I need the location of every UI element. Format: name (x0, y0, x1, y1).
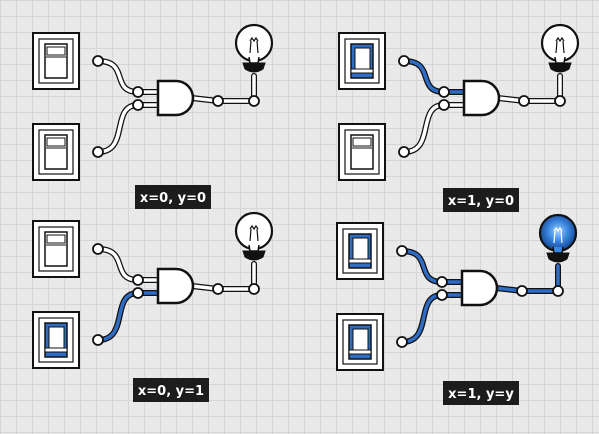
switch-y[interactable] (32, 311, 80, 369)
wire-joint (398, 55, 410, 67)
and-gate (156, 267, 195, 305)
state-label: x=1, y=0 (448, 194, 514, 209)
state-label-box (135, 185, 211, 209)
light-bulb-icon (540, 23, 580, 73)
wire-joint (92, 146, 104, 158)
state-label-box (133, 378, 209, 402)
wire-joint (396, 336, 408, 348)
circuit-panel: x=1, y=y (336, 213, 578, 405)
wire-joint (398, 146, 410, 158)
wire-joint (436, 276, 448, 288)
wire-joint (552, 285, 564, 297)
wire-joint (132, 287, 144, 299)
circuit-panel: x=0, y=0 (32, 23, 274, 209)
switch-x[interactable] (338, 32, 386, 90)
circuit-panel: x=0, y=1 (32, 211, 274, 402)
wire-joint (212, 95, 224, 107)
state-label: x=0, y=1 (138, 384, 204, 399)
wire-joint (436, 289, 448, 301)
wire-joint (438, 86, 450, 98)
switch-y[interactable] (336, 313, 384, 371)
circuit-panel: x=1, y=0 (338, 23, 580, 212)
switch-y[interactable] (32, 123, 80, 181)
wire-joint (92, 243, 104, 255)
switch-x[interactable] (32, 32, 80, 90)
and-gate (460, 269, 499, 307)
and-gate (462, 79, 501, 117)
wire-joint (92, 334, 104, 346)
wire-joint (212, 283, 224, 295)
wire-joint (248, 95, 260, 107)
and-gate (156, 79, 195, 117)
state-label-box (443, 188, 519, 212)
switch-x[interactable] (32, 220, 80, 278)
switch-y[interactable] (338, 123, 386, 181)
wire-joint (516, 285, 528, 297)
light-bulb-icon (234, 23, 274, 73)
wire-joint (438, 99, 450, 111)
wire-joint (518, 95, 530, 107)
wire-joint (396, 245, 408, 257)
wire-joint (248, 283, 260, 295)
wire-joint (92, 55, 104, 67)
state-label: x=1, y=y (448, 387, 514, 402)
light-bulb-icon (538, 213, 578, 263)
switch-x[interactable] (336, 222, 384, 280)
wire-joint (132, 274, 144, 286)
wire-joint (132, 86, 144, 98)
state-label-box (443, 381, 519, 405)
light-bulb-icon (234, 211, 274, 261)
state-label: x=0, y=0 (140, 191, 206, 206)
wire-joint (132, 99, 144, 111)
wire-joint (554, 95, 566, 107)
